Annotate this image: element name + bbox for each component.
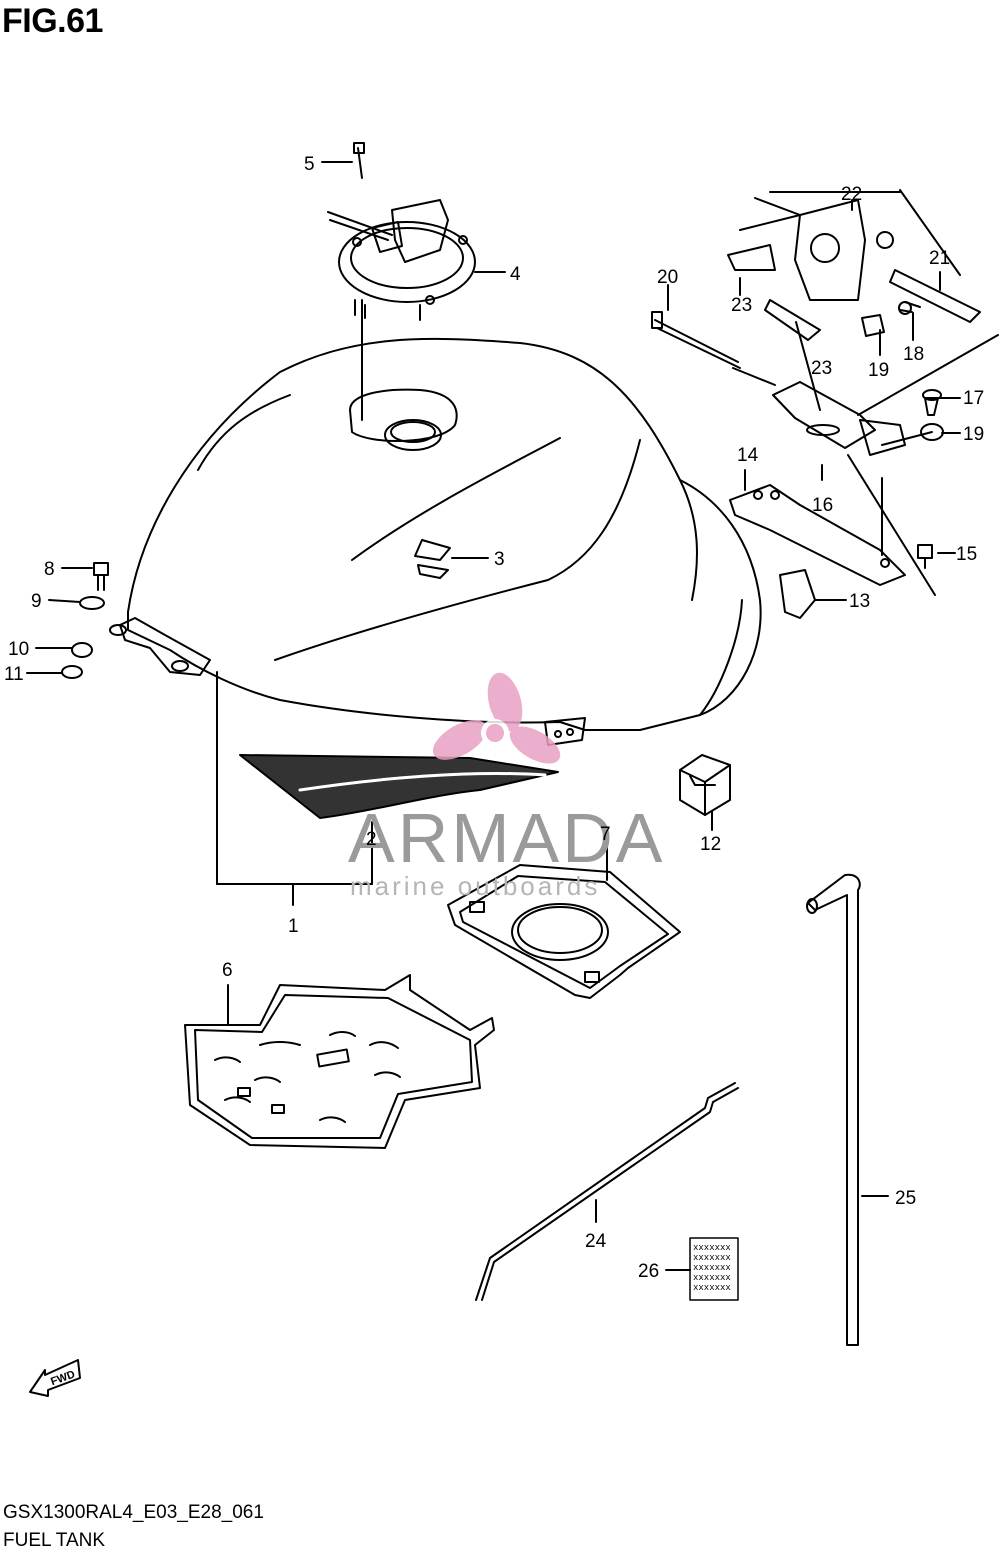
callout-19-lower: 19 <box>963 424 984 445</box>
callout-10: 10 <box>8 639 29 660</box>
callout-5: 5 <box>304 154 315 175</box>
callout-labels: 1 2 3 4 5 6 7 8 9 10 11 12 13 14 15 16 1… <box>4 154 984 1282</box>
side-decal <box>239 754 559 885</box>
callout-3: 3 <box>494 549 505 570</box>
fuel-tank <box>109 337 762 906</box>
callout-2: 2 <box>366 829 377 850</box>
watermark: ARMADA marine outboards <box>348 672 665 901</box>
svg-text:xxxxxxx: xxxxxxx <box>693 1273 731 1283</box>
svg-text:xxxxxxx: xxxxxxx <box>693 1243 731 1253</box>
rear-bracket-assembly <box>651 189 999 619</box>
callout-26: 26 <box>638 1261 659 1282</box>
emblem <box>414 539 489 579</box>
diagram-code: GSX1300RAL4_E03_E28_061 <box>3 1502 264 1523</box>
rubber-cushion <box>679 754 731 831</box>
callout-17: 17 <box>963 388 984 409</box>
callout-9: 9 <box>31 591 42 612</box>
watermark-name: ARMADA <box>348 799 665 877</box>
callout-20: 20 <box>657 267 678 288</box>
fuel-cap-assembly <box>327 142 476 421</box>
watermark-subtitle: marine outboards <box>350 871 600 901</box>
callout-13: 13 <box>849 591 870 612</box>
callout-23-lower: 23 <box>811 358 832 379</box>
callout-12: 12 <box>700 834 721 855</box>
callout-4: 4 <box>510 264 521 285</box>
drain-rod <box>475 1082 739 1301</box>
callout-19-upper: 19 <box>868 360 889 381</box>
callout-8: 8 <box>44 559 55 580</box>
callout-6: 6 <box>222 960 233 981</box>
callout-1: 1 <box>288 916 299 937</box>
callout-16: 16 <box>812 495 833 516</box>
callout-18: 18 <box>903 344 924 365</box>
callout-24: 24 <box>585 1231 607 1252</box>
heat-shield <box>184 974 495 1149</box>
leader-lines <box>321 161 741 311</box>
fwd-arrow-icon: FWD <box>29 1359 81 1397</box>
fuel-gasket <box>447 844 681 999</box>
breather-hose <box>806 873 889 1346</box>
caution-label: xxxxxxx xxxxxxx xxxxxxx xxxxxxx xxxxxxx <box>665 1237 739 1301</box>
callout-23-upper: 23 <box>731 295 752 316</box>
figure-title: FIG.61 <box>2 2 103 40</box>
watermark-logo-icon <box>432 672 561 764</box>
callout-22: 22 <box>841 184 862 205</box>
callout-11: 11 <box>4 664 24 685</box>
svg-text:xxxxxxx: xxxxxxx <box>693 1283 731 1293</box>
callout-15: 15 <box>956 544 977 565</box>
callout-25: 25 <box>895 1188 916 1209</box>
svg-text:xxxxxxx: xxxxxxx <box>693 1253 731 1263</box>
left-fasteners <box>26 562 109 679</box>
callout-7: 7 <box>600 824 611 845</box>
callout-14: 14 <box>737 445 759 466</box>
diagram-caption: FUEL TANK <box>3 1530 106 1551</box>
callout-21: 21 <box>929 248 950 269</box>
svg-text:xxxxxxx: xxxxxxx <box>693 1263 731 1273</box>
